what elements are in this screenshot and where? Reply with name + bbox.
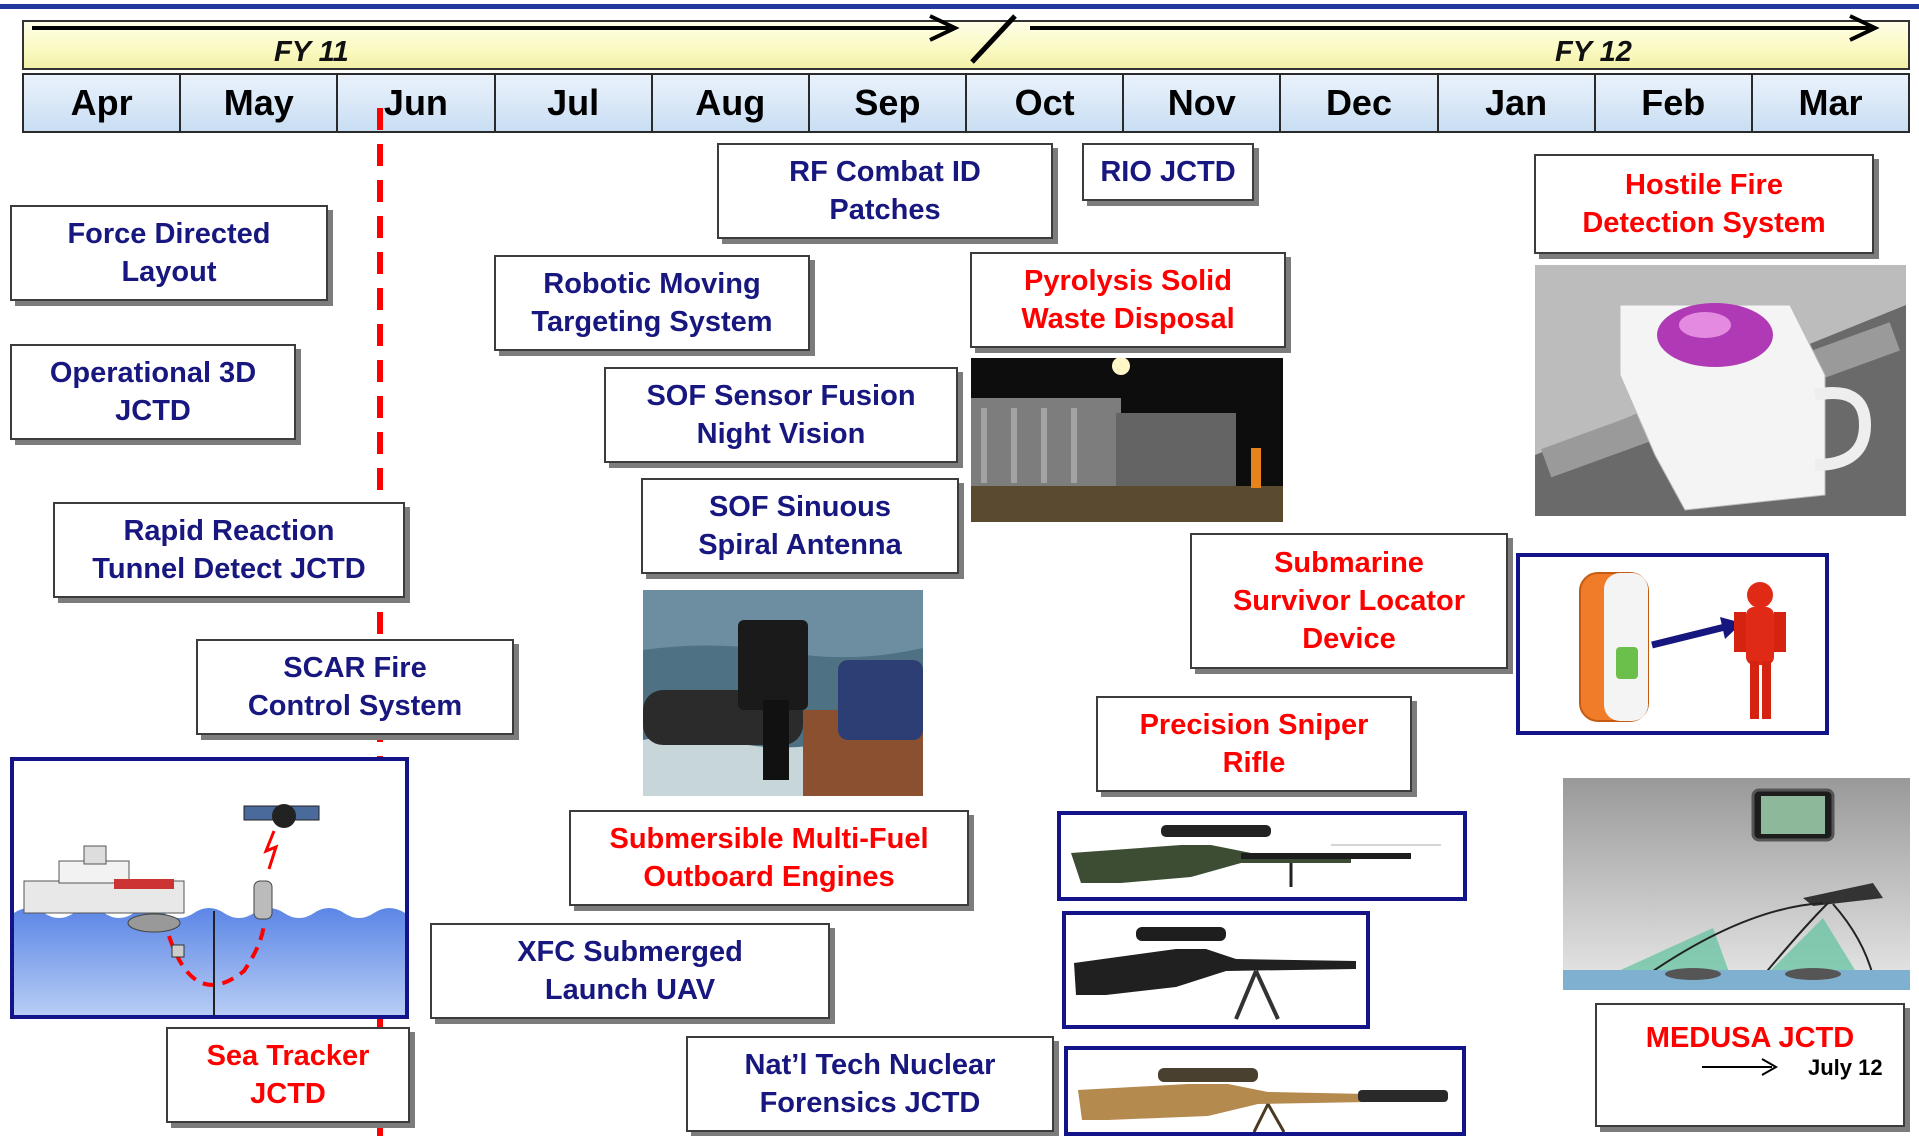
fy-break-slash	[970, 14, 1017, 64]
project-pyrolysis-solid-waste: Pyrolysis Solid Waste Disposal	[970, 252, 1286, 348]
medusa-arrow-icon	[1702, 1058, 1779, 1076]
project-sof-sinuous-spiral-antenna: SOF Sinuous Spiral Antenna	[641, 478, 959, 574]
project-rf-combat-id-patches: RF Combat ID Patches	[717, 143, 1053, 239]
fy12-arrow-head	[1849, 14, 1880, 42]
project-natl-tech-nuclear-forensics: Nat’l Tech Nuclear Forensics JCTD	[686, 1036, 1054, 1132]
month-dec: Dec	[1281, 75, 1439, 131]
sniper-rifle-green-image	[1057, 811, 1467, 901]
month-sep: Sep	[809, 75, 968, 131]
month-oct: Oct	[967, 75, 1125, 131]
project-medusa-jctd: MEDUSA JCTD	[1595, 1003, 1905, 1127]
project-scar-fire-control: SCAR Fire Control System	[196, 639, 514, 735]
medusa-title: MEDUSA JCTD	[1645, 1022, 1855, 1054]
project-operational-3d-jctd: Operational 3D JCTD	[10, 344, 296, 440]
project-xfc-submerged-launch-uav: XFC Submerged Launch UAV	[430, 923, 830, 1019]
fy11-label: FY 11	[274, 36, 349, 68]
fiscal-year-arrows	[32, 14, 1880, 64]
month-jan: Jan	[1438, 75, 1596, 131]
project-sof-sensor-fusion: SOF Sensor Fusion Night Vision	[604, 367, 958, 463]
month-aug: Aug	[652, 75, 810, 131]
month-mar: Mar	[1752, 75, 1909, 131]
sniper-rifle-tan-image	[1064, 1046, 1466, 1136]
pyrolysis-facility-photo	[971, 358, 1283, 522]
project-rapid-reaction-tunnel-detect: Rapid Reaction Tunnel Detect JCTD	[53, 502, 405, 598]
project-submarine-survivor-locator: Submarine Survivor Locator Device	[1190, 533, 1508, 669]
survivor-locator-illustration	[1516, 553, 1829, 735]
medusa-date: July 12	[1808, 1055, 1883, 1080]
month-may: May	[181, 75, 339, 131]
outboard-engine-photo	[643, 590, 923, 796]
project-precision-sniper-rifle: Precision Sniper Rifle	[1096, 696, 1412, 792]
project-robotic-moving-targeting: Robotic Moving Targeting System	[494, 255, 810, 351]
fy12-label: FY 12	[1555, 36, 1632, 68]
medusa-illustration	[1563, 778, 1910, 990]
project-rio-jctd: RIO JCTD	[1082, 143, 1254, 201]
sniper-rifle-black-image	[1062, 911, 1370, 1029]
hostile-fire-sensor-photo	[1535, 265, 1906, 516]
current-date-marker	[377, 108, 383, 1136]
month-feb: Feb	[1595, 75, 1753, 131]
project-submersible-multi-fuel-engines: Submersible Multi-Fuel Outboard Engines	[569, 810, 969, 906]
month-jun: Jun	[338, 75, 496, 131]
sea-tracker-illustration	[10, 757, 409, 1019]
month-header: Apr May Jun Jul Aug Sep Oct Nov Dec Jan …	[22, 73, 1910, 133]
month-apr: Apr	[24, 75, 182, 131]
header-line	[0, 4, 1919, 9]
fy11-arrow-head	[929, 14, 960, 42]
project-force-directed-layout: Force Directed Layout	[10, 205, 328, 301]
project-sea-tracker-jctd: Sea Tracker JCTD	[166, 1027, 410, 1123]
project-hostile-fire-detection: Hostile Fire Detection System	[1534, 154, 1874, 254]
month-jul: Jul	[495, 75, 653, 131]
month-nov: Nov	[1124, 75, 1282, 131]
